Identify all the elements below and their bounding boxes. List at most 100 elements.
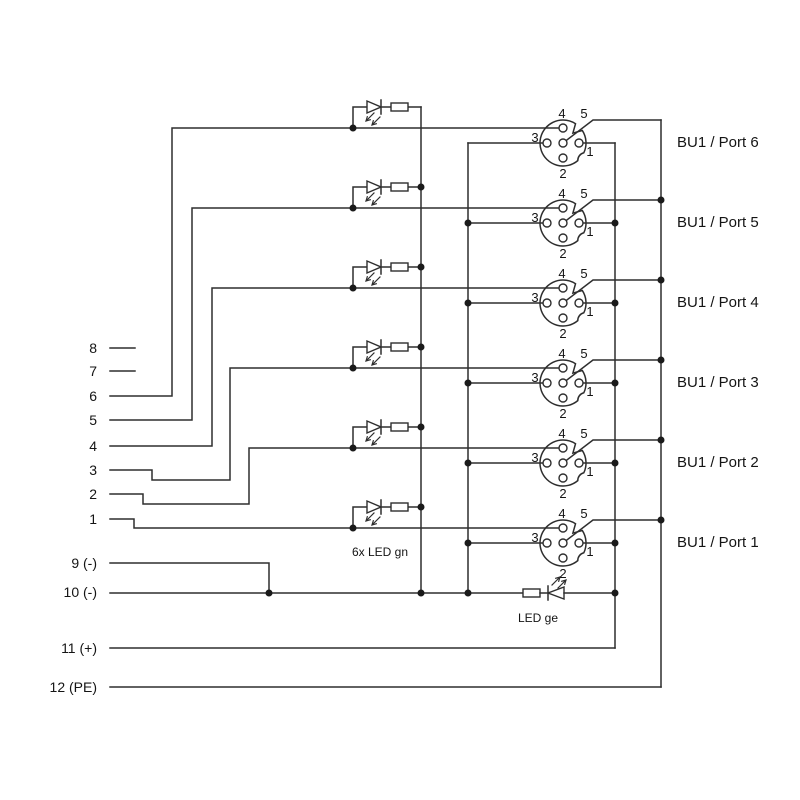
green-led-triangle-port-2	[366, 419, 383, 435]
pin-label-2: 2	[559, 486, 567, 501]
green-led-triangle-port-1	[366, 499, 383, 515]
terminal-5-wire	[109, 207, 564, 421]
led-branch-port-4	[352, 266, 422, 289]
junction-dot	[657, 516, 665, 524]
pin-label-3: 3	[531, 370, 539, 385]
pin-4-port-3	[558, 363, 568, 373]
connector-bodies	[539, 119, 587, 567]
green-led-resistor-port-3	[390, 342, 409, 352]
led-emission-arrow	[365, 192, 375, 202]
green-led-triangle-port-5	[366, 179, 383, 195]
pin-label-1: 1	[586, 224, 594, 239]
pin-label-4: 4	[558, 186, 566, 201]
pin5-wire-port-3	[561, 359, 662, 385]
green-led-resistor-port-2	[390, 422, 409, 432]
port-label-bu1-port-2: BU1 / Port 2	[677, 454, 759, 471]
pin-label-4: 4	[558, 426, 566, 441]
terminal-label-3: 3	[89, 462, 97, 478]
green-led-resistor-port-6	[390, 102, 409, 112]
terminal-label-7: 7	[89, 363, 97, 379]
junction-dot	[349, 204, 357, 212]
pin-3-port-5	[542, 218, 552, 228]
junction-dot	[657, 356, 665, 364]
pin-2-port-2	[558, 473, 568, 483]
port-label-bu1-port-6: BU1 / Port 6	[677, 134, 759, 151]
pin-label-3: 3	[531, 530, 539, 545]
pin-label-4: 4	[558, 266, 566, 281]
junction-dot	[265, 589, 273, 597]
terminal-label-12-pe: 12 (PE)	[49, 679, 97, 695]
pin-5-port-3	[558, 378, 568, 388]
junction-dot	[611, 299, 619, 307]
led-emission-arrow	[371, 516, 381, 526]
junction-dot	[417, 183, 425, 191]
terminal-3-wire	[109, 367, 564, 481]
terminal-label-5: 5	[89, 412, 97, 428]
terminal-label-10-minus: 10 (-)	[63, 584, 97, 600]
junction-dot	[611, 459, 619, 467]
pin5-wire-port-2	[561, 439, 662, 465]
terminal-label-9-minus: 9 (-)	[71, 555, 97, 571]
junction-dot	[611, 219, 619, 227]
led-emission-arrow	[371, 276, 381, 286]
junction-dot	[349, 284, 357, 292]
note-green-leds: 6x LED gn	[352, 545, 409, 559]
pin-label-2: 2	[559, 326, 567, 341]
terminal-6-wire	[109, 127, 564, 397]
pin-4-port-2	[558, 443, 568, 453]
connector-pins	[542, 123, 584, 563]
yellow-led-row	[522, 576, 616, 601]
pin-label-3: 3	[531, 290, 539, 305]
pin-label-1: 1	[586, 544, 594, 559]
led-emission-arrow	[371, 356, 381, 366]
green-led-resistor-port-5	[390, 182, 409, 192]
port-label-bu1-port-4: BU1 / Port 4	[677, 294, 759, 311]
terminal-label-4: 4	[89, 438, 97, 454]
pin-4-port-1	[558, 523, 568, 533]
vertical-buses	[420, 106, 662, 688]
junction-dot	[657, 276, 665, 284]
pin-label-5: 5	[580, 346, 588, 361]
junction-dot	[417, 343, 425, 351]
terminal-label-8: 8	[89, 340, 97, 356]
pin-label-1: 1	[586, 304, 594, 319]
led-emission-arrow	[365, 432, 375, 442]
green-led-triangle-port-4	[366, 259, 383, 275]
junction-dot	[464, 459, 472, 467]
pin-4-port-4	[558, 283, 568, 293]
pin-1-port-3	[574, 378, 584, 388]
pin5-wire-port-5	[561, 199, 662, 225]
junction-dot	[349, 444, 357, 452]
led-emission-arrow	[365, 272, 375, 282]
pin-1-port-2	[574, 458, 584, 468]
pin-label-2: 2	[559, 246, 567, 261]
pin-label-1: 1	[586, 144, 594, 159]
pin-label-1: 1	[586, 464, 594, 479]
led-branch-port-5	[352, 186, 422, 209]
led-emission-arrow	[365, 352, 375, 362]
led-emission-arrow	[557, 579, 567, 589]
junction-dot	[349, 524, 357, 532]
junction-dot	[464, 299, 472, 307]
pin-label-3: 3	[531, 450, 539, 465]
pin-1-port-5	[574, 218, 584, 228]
junction-dot	[657, 436, 665, 444]
led-emission-arrow	[371, 436, 381, 446]
pin-3-port-6	[542, 138, 552, 148]
junction-dot	[349, 124, 357, 132]
pin-label-1: 1	[586, 384, 594, 399]
green-led-resistor-port-1	[390, 502, 409, 512]
pin-label-2: 2	[559, 406, 567, 421]
pin-1-port-1	[574, 538, 584, 548]
pin5-wire-port-4	[561, 279, 662, 305]
junction-dot	[464, 539, 472, 547]
pin-4-port-6	[558, 123, 568, 133]
green-led-triangle-port-3	[366, 339, 383, 355]
terminal-9-minus-wire	[109, 562, 270, 594]
led-emission-arrow	[371, 196, 381, 206]
junction-dot	[611, 589, 619, 597]
led-emission-arrow	[551, 576, 561, 586]
pin-4-port-5	[558, 203, 568, 213]
terminal-4-wire	[109, 287, 564, 447]
